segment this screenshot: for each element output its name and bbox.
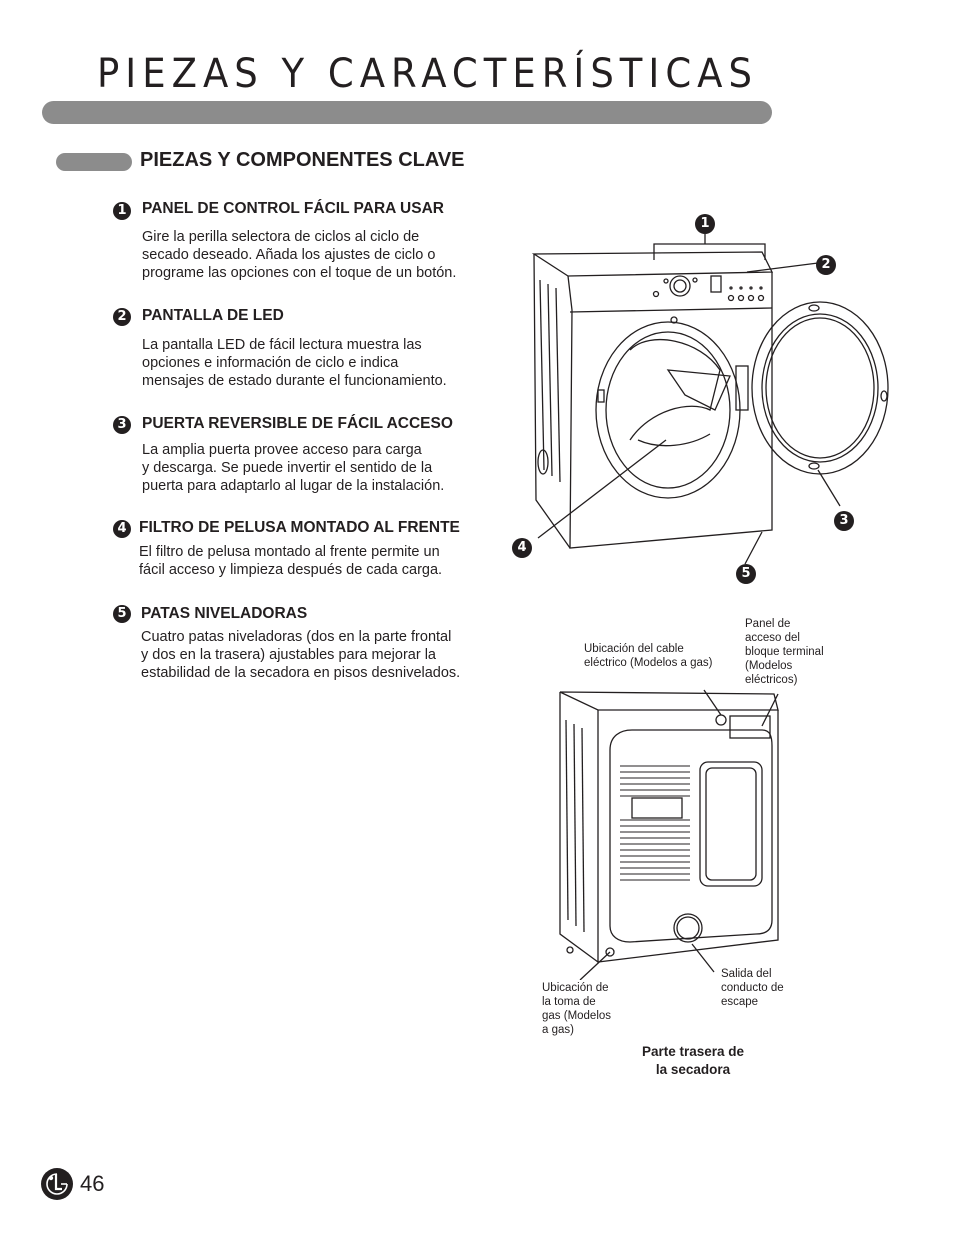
callout-1: 1 — [695, 214, 715, 234]
item-body: La pantalla LED de fácil lectura muestra… — [142, 336, 502, 390]
body-line: y descarga. Se puede invertir el sentido… — [142, 460, 433, 476]
body-line: programe las opciones con el toque de un… — [142, 265, 457, 281]
body-line: La amplia puerta provee acceso para carg… — [142, 442, 422, 458]
caption-line: (Modelos — [745, 660, 793, 672]
item-body: Gire la perilla selectora de ciclos al c… — [142, 228, 502, 282]
item-body: La amplia puerta provee acceso para carg… — [142, 441, 502, 495]
callout-5: 5 — [736, 564, 756, 584]
item-heading: PUERTA REVERSIBLE DE FÁCIL ACCESO — [142, 415, 453, 432]
body-line: y dos en la trasera) ajustables para mej… — [141, 647, 436, 663]
body-line: La pantalla LED de fácil lectura muestra… — [142, 337, 422, 353]
item-heading: PANTALLA DE LED — [142, 307, 284, 324]
section-title: PIEZAS Y COMPONENTES CLAVE — [140, 149, 465, 171]
caption-line: eléctricos) — [745, 674, 798, 686]
body-line: El filtro de pelusa montado al frente pe… — [139, 544, 440, 560]
caption-line: Parte trasera de — [641, 1044, 745, 1059]
caption-line: Ubicación del cable — [584, 643, 684, 655]
body-line: Cuatro patas niveladoras (dos en la part… — [141, 629, 452, 645]
caption-line: la secadora — [655, 1062, 731, 1077]
section-pill — [56, 153, 132, 171]
body-line: secado deseado. Añada los ajustes de cic… — [142, 247, 436, 263]
back-view-caption: Parte trasera de la secadora — [620, 1043, 766, 1079]
item-number-5: 5 — [113, 605, 131, 623]
dryer-front-illustration — [531, 234, 889, 565]
terminal-panel-label: Panel de acceso del bloque terminal (Mod… — [745, 617, 824, 687]
exhaust-label: Salida del conducto de escape — [721, 967, 784, 1009]
body-line: mensajes de estado durante el funcionami… — [142, 373, 447, 389]
gas-inlet-label: Ubicación de la toma de gas (Modelos a g… — [542, 981, 611, 1037]
page-number: 46 — [80, 1171, 105, 1196]
title-bar — [42, 101, 772, 124]
page-title: PIEZAS Y CARACTERÍSTICAS — [97, 50, 758, 97]
item-number-3: 3 — [113, 416, 131, 434]
callout-4: 4 — [512, 538, 532, 558]
caption-line: gas (Modelos — [542, 1010, 612, 1022]
caption-line: Salida del — [721, 968, 772, 980]
caption-line: a gas) — [542, 1024, 574, 1036]
caption-line: acceso del — [745, 632, 800, 644]
caption-line: eléctrico (Modelos a gas) — [584, 657, 713, 669]
body-line: puerta para adaptarlo al lugar de la ins… — [142, 478, 445, 494]
body-line: opciones e información de ciclo e indica — [142, 355, 399, 371]
item-heading: FILTRO DE PELUSA MONTADO AL FRENTE — [139, 519, 460, 536]
callout-2: 2 — [816, 255, 836, 275]
item-body: Cuatro patas niveladoras (dos en la part… — [141, 628, 501, 682]
body-line: Gire la perilla selectora de ciclos al c… — [142, 229, 420, 245]
caption-line: bloque terminal — [745, 646, 824, 658]
power-cord-label: Ubicación del cable eléctrico (Modelos a… — [584, 642, 712, 670]
item-number-4: 4 — [113, 520, 131, 538]
item-body: El filtro de pelusa montado al frente pe… — [139, 543, 499, 579]
item-number-1: 1 — [113, 202, 131, 220]
caption-line: conducto de — [721, 982, 784, 994]
item-heading: PANEL DE CONTROL FÁCIL PARA USAR — [142, 200, 444, 217]
dryer-back-illustration — [559, 689, 779, 980]
item-number-2: 2 — [113, 308, 131, 326]
body-line: estabilidad de la secadora en pisos desn… — [141, 665, 461, 681]
item-heading: PATAS NIVELADORAS — [141, 605, 308, 622]
caption-line: Panel de — [745, 618, 791, 630]
caption-line: escape — [721, 996, 759, 1008]
body-line: fácil acceso y limpieza después de cada … — [139, 562, 443, 578]
callout-3: 3 — [834, 511, 854, 531]
lg-logo-icon — [41, 1168, 73, 1200]
caption-line: la toma de — [542, 996, 596, 1008]
caption-line: Ubicación de — [542, 982, 609, 994]
